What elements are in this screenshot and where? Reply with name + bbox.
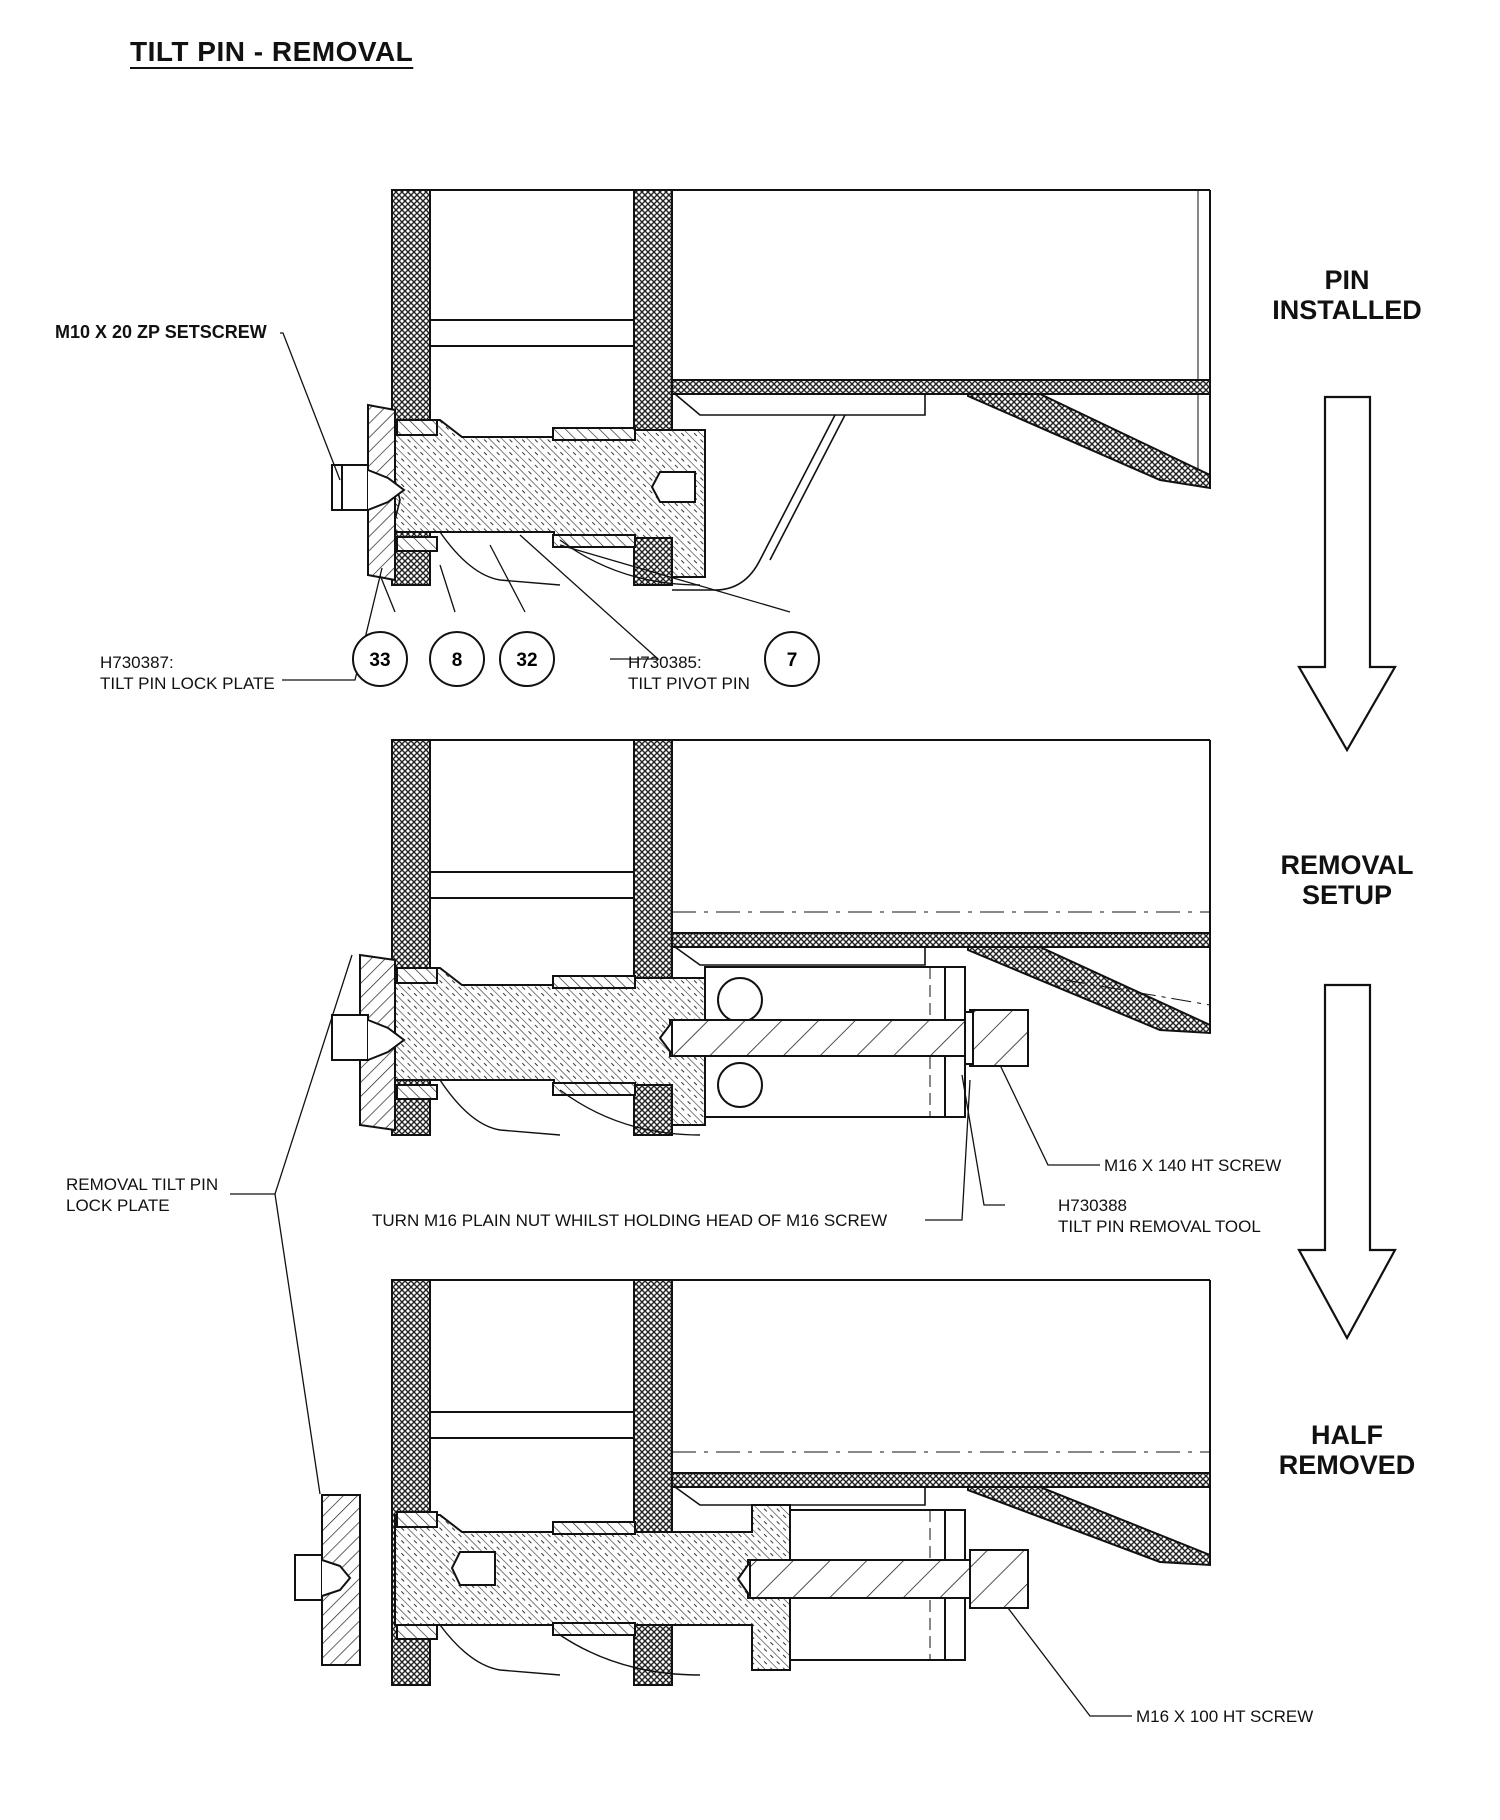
balloon-32 (499, 631, 555, 687)
leader-lines (230, 332, 1132, 1717)
arrow-down-icon (1297, 395, 1397, 753)
drawing-title: TILT PIN - REMOVAL (130, 36, 414, 67)
balloon-7 (764, 631, 820, 687)
balloon-33 (352, 631, 408, 687)
balloon-33-label: 33 (369, 650, 390, 671)
label-setscrew: M10 X 20 ZP SETSCREW (55, 322, 267, 342)
balloon-32-label: 32 (516, 650, 537, 671)
balloon-8-label: 8 (452, 650, 463, 671)
label-removal-lock-plate: REMOVAL TILT PIN LOCK PLATE (66, 1175, 219, 1215)
m16-140-screw (669, 1019, 971, 1057)
label-turn-nut: TURN M16 PLAIN NUT WHILST HOLDING HEAD O… (372, 1211, 888, 1230)
m16-100-screw (747, 1559, 971, 1599)
view-half-removed (294, 1279, 1211, 1686)
label-screw-100: M16 X 100 HT SCREW (1136, 1707, 1314, 1726)
stage-pin-installed: PIN INSTALLED (1272, 265, 1422, 325)
stage-removal-setup: REMOVAL SETUP (1280, 850, 1414, 910)
label-pivot-pin: H730385: TILT PIVOT PIN (628, 653, 750, 693)
view-removal-setup (331, 739, 1211, 1136)
item-balloons: 33 8 32 7 (352, 631, 820, 687)
label-removal-tool: H730388 TILT PIN REMOVAL TOOL (1058, 1196, 1261, 1236)
arrow-down-icon (1297, 983, 1397, 1341)
balloon-8 (429, 631, 485, 687)
label-screw-140: M16 X 140 HT SCREW (1104, 1156, 1282, 1175)
view-pin-installed (331, 189, 1211, 591)
label-lock-plate: H730387: TILT PIN LOCK PLATE (100, 653, 275, 693)
floor-plate (671, 379, 1211, 395)
flow-arrows (1297, 395, 1397, 1341)
side-plate (967, 393, 1211, 490)
stage-half-removed: HALF REMOVED (1278, 1420, 1416, 1480)
balloon-7-label: 7 (787, 650, 798, 671)
